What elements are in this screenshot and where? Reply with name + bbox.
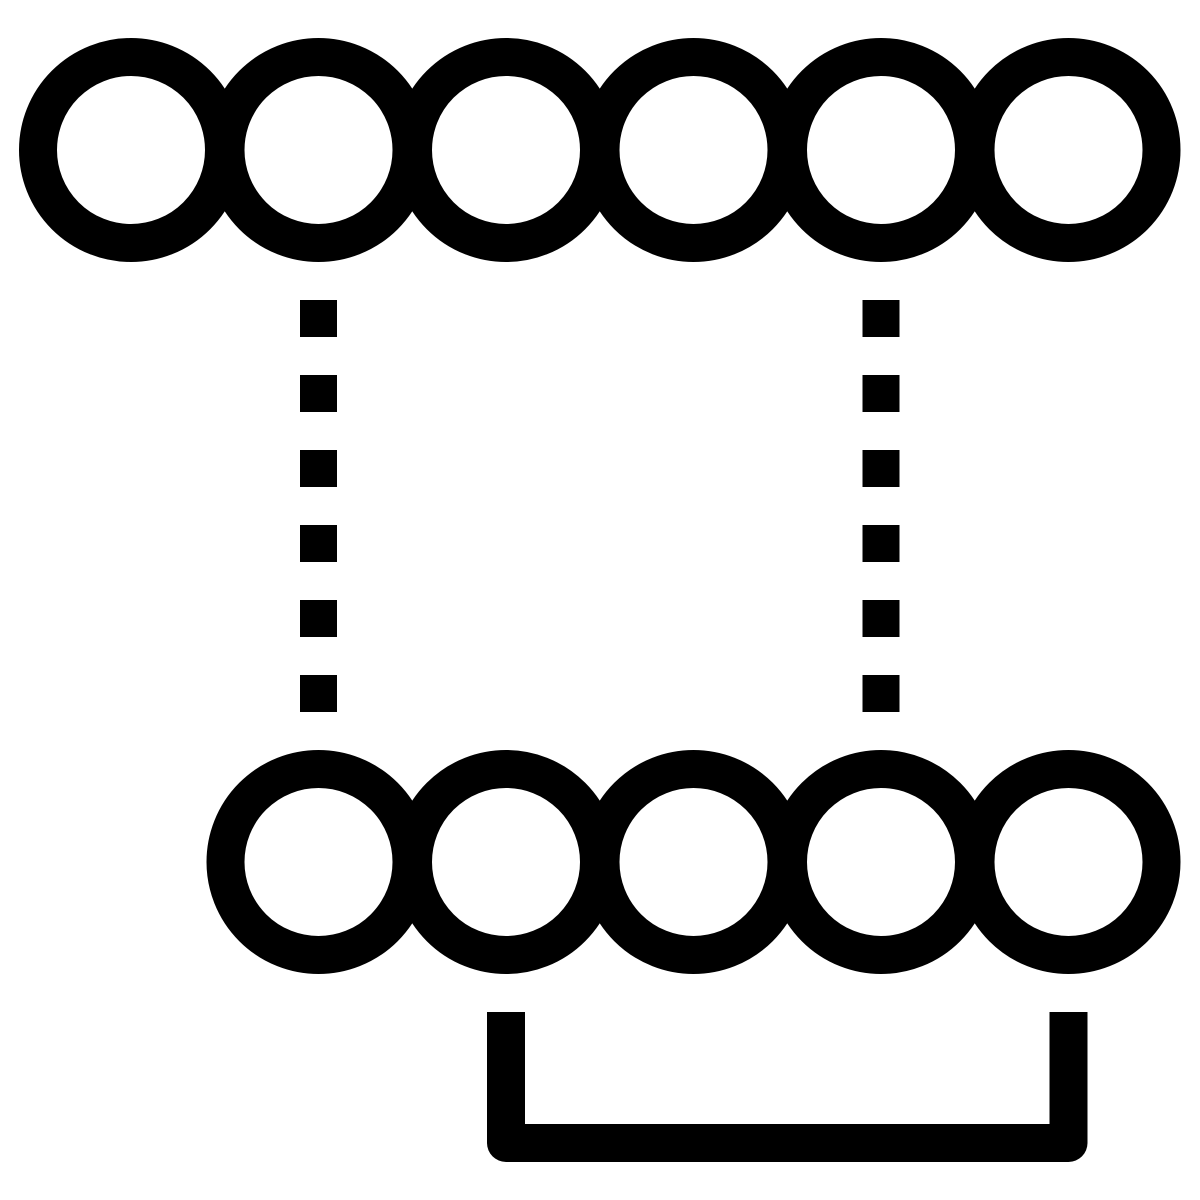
bottom-circle-5 <box>956 750 1181 974</box>
connector-1-dash-1 <box>300 300 337 337</box>
connector-2-dash-5 <box>862 600 900 637</box>
top-circle-6 <box>956 38 1181 262</box>
connector-1-dash-3 <box>300 450 337 487</box>
dashed-connectors <box>300 300 900 712</box>
connector-2-dash-2 <box>862 375 900 412</box>
connector-2-dash-3 <box>862 450 900 487</box>
bottom-circle-row <box>206 750 1181 974</box>
top-circle-row <box>19 38 1181 262</box>
connector-2-dash-1 <box>862 300 900 337</box>
connector-1-dash-2 <box>300 375 337 412</box>
bottom-bracket <box>487 1012 1088 1162</box>
connector-2-dash-6 <box>862 675 900 712</box>
bracket-line <box>487 1012 1088 1162</box>
connector-1-dash-4 <box>300 525 337 562</box>
connector-2-dash-4 <box>862 525 900 562</box>
connector-1-dash-5 <box>300 600 337 637</box>
connector-1-dash-6 <box>300 675 337 712</box>
